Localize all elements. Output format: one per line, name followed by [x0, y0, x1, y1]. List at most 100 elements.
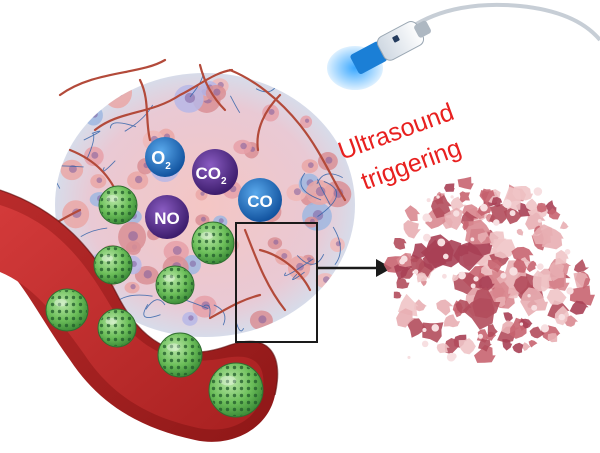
microbubbles — [45, 185, 264, 418]
tissue-fragment — [489, 203, 508, 225]
tissue-vacuole — [400, 255, 408, 263]
tissue-fragment — [512, 186, 534, 201]
tissue-fragment — [458, 338, 477, 355]
cell-nucleus — [307, 162, 314, 169]
tissue-fragment — [555, 249, 569, 265]
tissue-vacuole — [431, 324, 439, 332]
tissue-fragment — [459, 191, 470, 203]
tissue-fragment — [422, 245, 448, 271]
microbubble — [98, 185, 138, 225]
tissue-vacuole — [509, 210, 516, 217]
stroma-fiber — [229, 95, 241, 114]
cell-nucleus — [315, 186, 326, 197]
tissue-vacuole — [421, 340, 429, 348]
tissue-fragment — [393, 238, 407, 250]
cell-nucleus — [184, 92, 196, 104]
tissue-fragment — [521, 342, 531, 351]
tissue-fragment — [502, 339, 513, 351]
tissue-vacuole — [450, 353, 457, 360]
cell-nucleus — [111, 75, 120, 84]
tissue-vacuole — [537, 218, 542, 223]
stroma-fiber — [189, 73, 204, 98]
stroma-fiber — [109, 122, 137, 129]
stroma-fiber — [203, 304, 211, 318]
tissue-fragment — [480, 264, 495, 276]
tissue-fragment — [503, 312, 514, 322]
stroma-fiber — [300, 172, 322, 201]
disrupted-tumor-tissue — [383, 176, 595, 363]
cell-nucleus — [323, 276, 330, 284]
cell-nucleus — [325, 156, 333, 164]
tissue-vacuole — [564, 248, 571, 255]
tissue-fragment — [479, 190, 495, 205]
gas-o2: O2 — [145, 137, 185, 177]
cell-nucleus — [91, 111, 98, 118]
tissue-fragment — [548, 208, 561, 220]
svg-text:CO2: CO2 — [195, 164, 227, 187]
stroma-fiber — [102, 160, 116, 172]
tissue-fragment — [569, 300, 589, 315]
zoom-region-box — [235, 222, 318, 343]
stroma-fiber — [213, 304, 226, 326]
tissue-fragment — [564, 315, 578, 327]
tissue-fragment — [403, 220, 421, 239]
cell-nucleus — [281, 252, 288, 259]
tissue-fragment — [501, 320, 520, 334]
cell-nucleus — [268, 109, 275, 115]
tissue-fragment — [411, 243, 429, 259]
tissue-fragment — [407, 318, 427, 338]
cell-nucleus — [68, 165, 77, 173]
tissue-fragment — [453, 242, 485, 272]
cell-nucleus — [188, 315, 194, 321]
tissue-fragment — [487, 259, 504, 273]
tumor-cell — [84, 90, 101, 104]
tissue-fragment — [436, 343, 450, 354]
tissue-fragment — [452, 274, 459, 282]
tissue-vacuole — [422, 327, 427, 333]
tissue-fragment — [524, 198, 543, 216]
tissue-vacuole — [527, 294, 531, 298]
cell-nucleus — [293, 188, 301, 196]
stroma-fiber — [83, 130, 101, 141]
tissue-vacuole — [426, 198, 431, 203]
tissue-vacuole — [422, 233, 431, 242]
tissue-fragment — [492, 239, 517, 259]
tissue-fragment — [444, 183, 455, 192]
tissue-vacuole — [413, 269, 419, 275]
tissue-fragment — [511, 246, 534, 263]
ultrasound-trigger-label: Ultrasound triggering — [334, 98, 465, 196]
gas-no: NO — [145, 195, 189, 239]
tissue-fragment — [549, 262, 565, 282]
stroma-fiber — [55, 165, 84, 168]
tissue-vacuole — [537, 263, 544, 270]
tissue-vacuole — [437, 238, 446, 247]
tissue-vacuole — [436, 195, 440, 199]
cell-nucleus — [304, 118, 310, 123]
tissue-vacuole — [540, 324, 550, 333]
svg-text:O2: O2 — [151, 148, 171, 172]
tissue-fragment — [393, 291, 402, 299]
tissue-fragment — [528, 340, 538, 348]
stroma-fiber — [316, 173, 343, 185]
cell-nucleus — [172, 246, 182, 255]
cell-nucleus — [240, 142, 247, 150]
tissue-fragment — [478, 275, 495, 291]
tumor-cell — [317, 297, 346, 326]
cell-nucleus — [96, 177, 103, 184]
tissue-fragment — [520, 287, 548, 317]
microbubble — [45, 288, 89, 332]
tissue-vacuole — [533, 187, 543, 196]
cell-nucleus — [143, 270, 152, 279]
tissue-fragment — [487, 324, 498, 338]
tissue-vacuole — [470, 283, 476, 289]
tissue-fragment — [462, 298, 495, 330]
tissue-fragment — [455, 299, 472, 314]
tissue-fragment — [573, 272, 589, 288]
tissue-fragment — [547, 333, 558, 343]
tissue-vacuole — [502, 199, 512, 209]
stroma-fiber — [284, 258, 314, 277]
tissue-fragment — [569, 285, 595, 306]
cell-nucleus — [91, 151, 99, 159]
tissue-vacuole — [442, 253, 449, 260]
